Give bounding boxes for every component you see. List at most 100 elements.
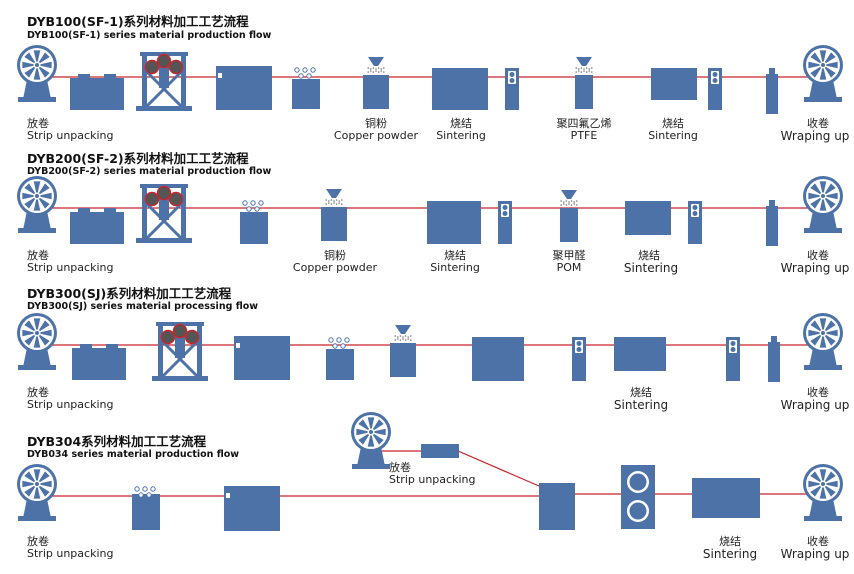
flow2-wind-en: Wraping up <box>780 261 850 275</box>
powder-dot <box>575 67 577 69</box>
reel-spoke <box>358 419 371 432</box>
reel-spoke <box>819 484 827 499</box>
powder-dot <box>583 70 585 72</box>
powder-dot <box>377 71 380 73</box>
reel-spoke <box>810 471 823 484</box>
reel-spoke <box>37 329 52 337</box>
flow3-roller-pair <box>572 337 586 381</box>
powder-dot <box>341 203 343 205</box>
coiler-cap <box>769 200 775 207</box>
flow2-cleaning-tank <box>70 208 124 244</box>
powder-dot <box>370 70 372 72</box>
powder-dot <box>560 204 562 206</box>
brush-roller <box>144 191 160 207</box>
reel-spoke <box>819 333 827 348</box>
flow2-brushing-frame <box>136 184 192 243</box>
flow2-copper-hopper <box>321 189 347 241</box>
reel-spoke <box>37 480 52 488</box>
brush-roller <box>168 191 184 207</box>
flow1-wind-cn: 收卷 <box>807 117 829 130</box>
brush-roller <box>160 329 176 345</box>
reel-spoke <box>367 417 375 432</box>
reel-spoke <box>358 432 371 445</box>
powder-dot <box>576 200 578 202</box>
powder-dot <box>341 199 343 201</box>
powder-dot <box>563 201 565 203</box>
flow4-press-rolls <box>621 465 655 529</box>
reel-spoke <box>24 320 37 333</box>
cleaning-tank <box>72 348 126 380</box>
frame-brace <box>145 70 183 108</box>
flow1-sinter-furnace-2 <box>651 68 697 100</box>
mesh-roll <box>134 486 140 492</box>
flow3-sinter-furnace-2 <box>614 337 666 371</box>
frame-post <box>159 186 169 220</box>
roller <box>502 211 508 216</box>
powder-dot <box>325 199 328 201</box>
mesh-roll <box>328 337 334 343</box>
flow4-rolling-machine <box>224 486 280 531</box>
reel-spoke <box>37 320 50 333</box>
flow2-wind-cn: 收卷 <box>807 249 829 262</box>
brush-roller <box>184 329 200 345</box>
powder-dot <box>407 336 410 338</box>
tank-lid <box>104 74 116 79</box>
powder-dot <box>328 202 330 204</box>
reel-spoke <box>33 484 41 499</box>
powder-dot <box>397 338 399 340</box>
mesh-roll <box>150 486 156 492</box>
frame-base <box>136 238 192 243</box>
flow3-rolling-machine <box>234 336 290 380</box>
tank-lid <box>80 344 92 349</box>
hopper-funnel <box>368 57 384 66</box>
reel-spoke <box>371 432 384 445</box>
roller <box>730 341 736 346</box>
flow3-roller-pair-2 <box>726 337 740 381</box>
frame-leg <box>181 184 186 242</box>
powder-dot <box>404 339 407 341</box>
reel-spoke <box>24 65 37 78</box>
frame-leg <box>142 184 147 242</box>
flow2-sinter1-cn: 烧结 <box>444 249 466 262</box>
reel-spoke <box>24 52 37 65</box>
reel-spoke <box>33 196 41 211</box>
flow3-brushing-frame <box>152 322 208 381</box>
flow2-powder2-en: POM <box>556 261 582 274</box>
flow4-wind-cn: 收卷 <box>807 535 829 548</box>
flow1-wind-en: Wraping up <box>780 129 850 143</box>
powder-dot <box>575 71 577 73</box>
flow4-guide-box <box>421 444 459 458</box>
mesh-roll <box>340 343 346 349</box>
roller <box>730 347 736 352</box>
powder-dot <box>585 67 588 69</box>
powder-dot <box>583 68 585 70</box>
mesh-roll <box>138 492 144 498</box>
reel-axle <box>35 194 39 198</box>
flow1-cleaning-tank <box>70 74 124 110</box>
mesh-roll <box>142 486 148 492</box>
powder-dot <box>407 338 410 340</box>
reel-axle <box>35 331 39 335</box>
reel-spoke <box>819 469 827 484</box>
frame-brace <box>145 202 183 240</box>
powder-dot <box>397 336 399 338</box>
flow3-unwind-reel <box>17 313 57 370</box>
roller <box>692 211 698 216</box>
reel-base <box>804 97 842 102</box>
powder-dot <box>588 70 590 72</box>
reel-axle <box>821 63 825 67</box>
powder-dot <box>338 200 341 202</box>
powder-dot <box>404 335 407 337</box>
powder-dot <box>570 200 573 202</box>
reel-spoke <box>37 196 50 209</box>
powder-dot <box>570 204 573 206</box>
reel-spoke <box>823 61 838 69</box>
tank-lid <box>104 208 116 213</box>
flow1-brushing-frame <box>136 52 192 111</box>
reel-spoke <box>22 329 37 337</box>
reel-spoke <box>808 480 823 488</box>
flow2-sinter2-en: Sintering <box>623 261 679 275</box>
frame-leg <box>158 322 163 380</box>
flow3-unwind-cn: 放卷 <box>27 386 49 399</box>
coiler-cap <box>769 68 775 75</box>
